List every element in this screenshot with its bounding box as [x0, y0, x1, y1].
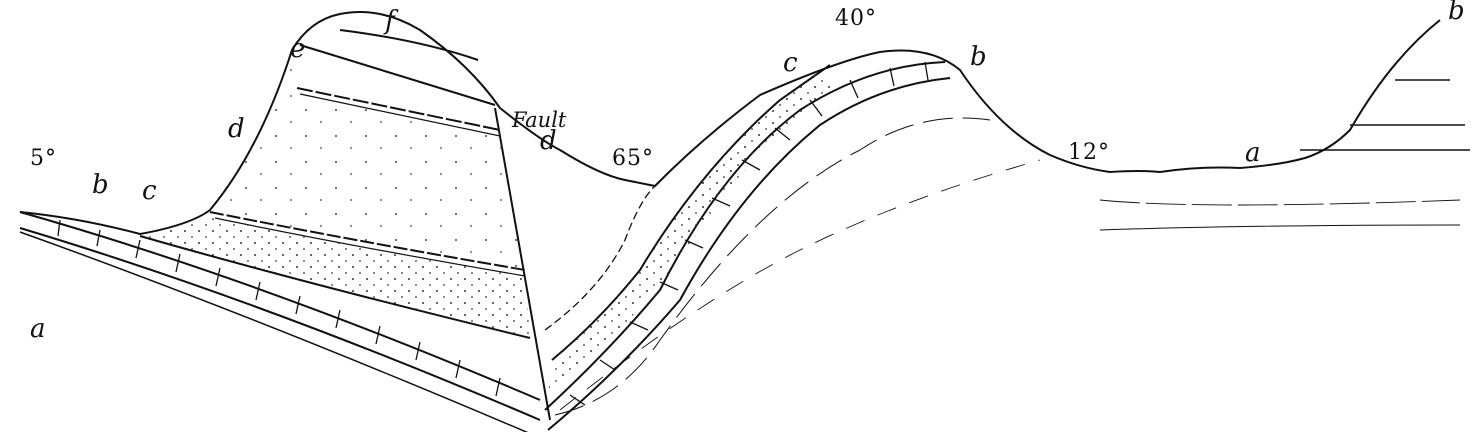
stratum-label-a-left: a — [30, 314, 46, 344]
dip-label-middle: 65° — [612, 146, 654, 171]
limestone-joints — [57, 61, 929, 406]
dip-label-right: 12° — [1068, 140, 1110, 165]
stratum-label-c-left: c — [142, 176, 157, 206]
ground-surface — [19, 11, 1441, 236]
stratum-label-d-left: d — [228, 114, 245, 144]
stratum-label-c-right: c — [783, 48, 798, 78]
stratum-label-a-right: a — [1245, 138, 1261, 168]
dip-label-crest: 40° — [835, 6, 877, 31]
stratum-label-b-far-right: b — [1448, 0, 1465, 26]
stratum-label-e: e — [290, 34, 306, 64]
stratum-label-b-left: b — [92, 170, 109, 200]
stratum-label-b-right: b — [970, 42, 987, 72]
stratum-label-f: f — [385, 6, 395, 36]
dip-label-left: 5° — [30, 146, 57, 171]
stratum-label-d-right: d — [540, 126, 557, 156]
fault-label: Fault — [512, 108, 567, 132]
